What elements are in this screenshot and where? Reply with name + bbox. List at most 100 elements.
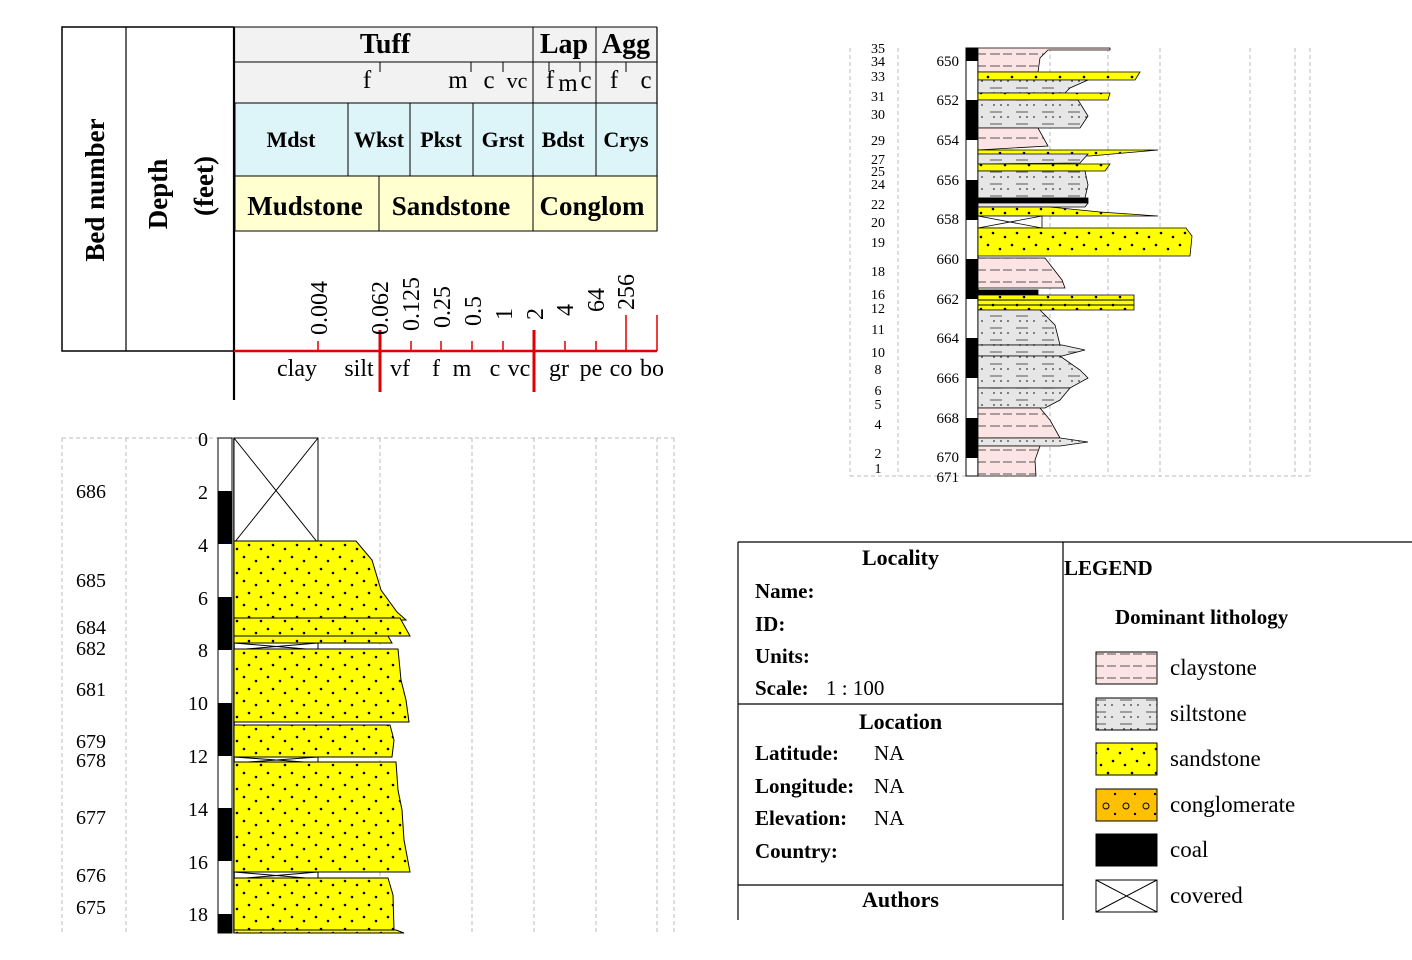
upper-depth-bar-fill — [966, 48, 978, 458]
bed-label: 31 — [871, 90, 885, 105]
sandstone-swatch — [1095, 742, 1158, 776]
grain-name-label: bo — [640, 356, 664, 382]
claystone-bed — [977, 407, 1061, 439]
coal-bed — [977, 289, 1039, 296]
depth-tick-label: 662 — [937, 292, 960, 308]
siltstone-bed — [977, 202, 1089, 208]
depth-unit-label: (feet) — [189, 156, 219, 216]
bed-label: 30 — [871, 108, 885, 123]
lower-depth-bar-fill — [218, 491, 232, 933]
elevation-label: Elevation: — [755, 806, 848, 830]
lower-depth-labels: 0 2 4 6 8 10 12 14 16 18 — [188, 429, 208, 926]
siltstone-bed — [977, 344, 1086, 357]
carbonate-class-label: Pkst — [420, 127, 462, 152]
depth-tick-label: 8 — [198, 640, 208, 662]
bed-label: 685 — [76, 570, 106, 592]
bed-label: 1 — [875, 462, 882, 477]
grain-mm-label: 0.004 — [307, 281, 333, 335]
bed-label: 29 — [871, 134, 885, 149]
bed-label: 678 — [76, 750, 106, 772]
legend-label-siltstone: siltstone — [1170, 701, 1247, 726]
grain-mm-label: 0.062 — [368, 281, 394, 335]
id-label: ID: — [755, 612, 786, 636]
siliciclastic-labels: Mudstone Sandstone Conglom — [247, 191, 645, 221]
upper-depth-labels: 650 652 654 656 658 660 662 664 666 668 … — [937, 54, 960, 486]
tuff-band — [235, 27, 657, 103]
legend-swatches — [1095, 651, 1158, 913]
depth-tick-label: 16 — [188, 852, 208, 874]
latitude-value: NA — [874, 741, 905, 765]
bed-label: 22 — [871, 198, 885, 213]
claystone-swatch — [1095, 651, 1158, 685]
country-label: Country: — [755, 839, 838, 863]
siliciclastic-band — [234, 175, 658, 232]
bed-label: 19 — [871, 236, 885, 251]
upper-beds — [977, 47, 1193, 477]
siltstone-bed — [977, 309, 1061, 346]
depth-tick-label: 664 — [937, 331, 960, 347]
lap-label: Lap — [540, 29, 588, 60]
bed-label: 11 — [871, 323, 884, 338]
agg-size-label: c — [640, 67, 651, 94]
depth-tick-label: 668 — [937, 411, 960, 427]
bed-label: 8 — [875, 363, 882, 378]
upper-grid — [849, 48, 1311, 477]
grain-name-label: c — [490, 356, 501, 382]
locality-panel: Locality Name: ID: Units: Scale: 1 : 100… — [738, 542, 1063, 920]
longitude-label: Longitude: — [755, 774, 855, 798]
grain-name-label: pe — [580, 356, 603, 382]
sandstone-bed — [977, 206, 1159, 217]
siltstone-bed — [977, 387, 1071, 409]
conglomerate-swatch — [1095, 788, 1158, 822]
depth-tick-label: 670 — [937, 450, 960, 466]
legend-label-covered: covered — [1170, 883, 1243, 908]
grain-mm-label: 1 — [492, 308, 518, 320]
depth-tick-label: 654 — [937, 133, 960, 149]
bed-label: 4 — [875, 418, 882, 433]
depth-tick-label: 4 — [198, 535, 208, 557]
tuff-size-label: c — [483, 67, 494, 94]
sandstone-bed — [233, 724, 395, 758]
siliciclastic-group-label: Conglom — [539, 191, 645, 221]
tuff-label: Tuff — [360, 29, 411, 60]
bed-label: 686 — [76, 481, 106, 503]
bed-label: 34 — [871, 55, 885, 70]
upper-column: 650 652 654 656 658 660 662 664 666 668 … — [849, 42, 1311, 486]
siliciclastic-group-label: Sandstone — [392, 191, 511, 221]
sandstone-bed — [977, 294, 1135, 311]
depth-tick-label: 671 — [937, 470, 960, 486]
upper-bed-labels: 35 34 33 31 30 29 27 25 24 22 20 19 18 1… — [871, 42, 885, 477]
claystone-bed — [977, 257, 1066, 289]
depth-tick-label: 666 — [937, 371, 960, 387]
covered-bed — [977, 215, 1043, 229]
bed-label: 684 — [76, 617, 106, 639]
units-label: Units: — [755, 644, 810, 668]
elevation-value: NA — [874, 806, 905, 830]
sandstone-bed — [977, 92, 1111, 101]
depth-tick-label: 14 — [188, 799, 208, 821]
grain-name-label: f — [432, 356, 440, 382]
grain-mm-label: 2 — [523, 308, 549, 320]
legend-label-coal: coal — [1170, 837, 1209, 862]
grain-name-label: co — [610, 356, 633, 382]
carbonate-class-label: Grst — [482, 127, 525, 152]
lower-column: 0 2 4 6 8 10 12 14 16 18 686 685 684 682… — [61, 429, 675, 934]
grain-size-scale: 0.004 0.062 0.125 0.25 0.5 1 2 4 64 256 … — [234, 274, 664, 392]
depth-label: Depth — [143, 159, 173, 230]
longitude-value: NA — [874, 774, 905, 798]
coal-swatch — [1095, 833, 1158, 867]
legend-label-conglomerate: conglomerate — [1170, 792, 1296, 817]
grain-size-name-labels: clay silt vf f m c vc gr pe co bo — [277, 356, 664, 382]
siltstone-bed — [977, 170, 1089, 199]
lower-bed-labels: 686 685 684 682 681 679 678 677 676 675 — [76, 481, 106, 919]
bed-label: 5 — [875, 398, 882, 413]
sandstone-bed — [233, 761, 411, 873]
bed-label: 27 — [871, 153, 885, 168]
siltstone-bed — [977, 99, 1089, 129]
legend-title: LEGEND — [1064, 556, 1153, 580]
bed-label: 18 — [871, 265, 885, 280]
depth-tick-label: 10 — [188, 693, 208, 715]
grain-mm-label: 256 — [614, 274, 640, 310]
bed-label: 682 — [76, 638, 106, 660]
